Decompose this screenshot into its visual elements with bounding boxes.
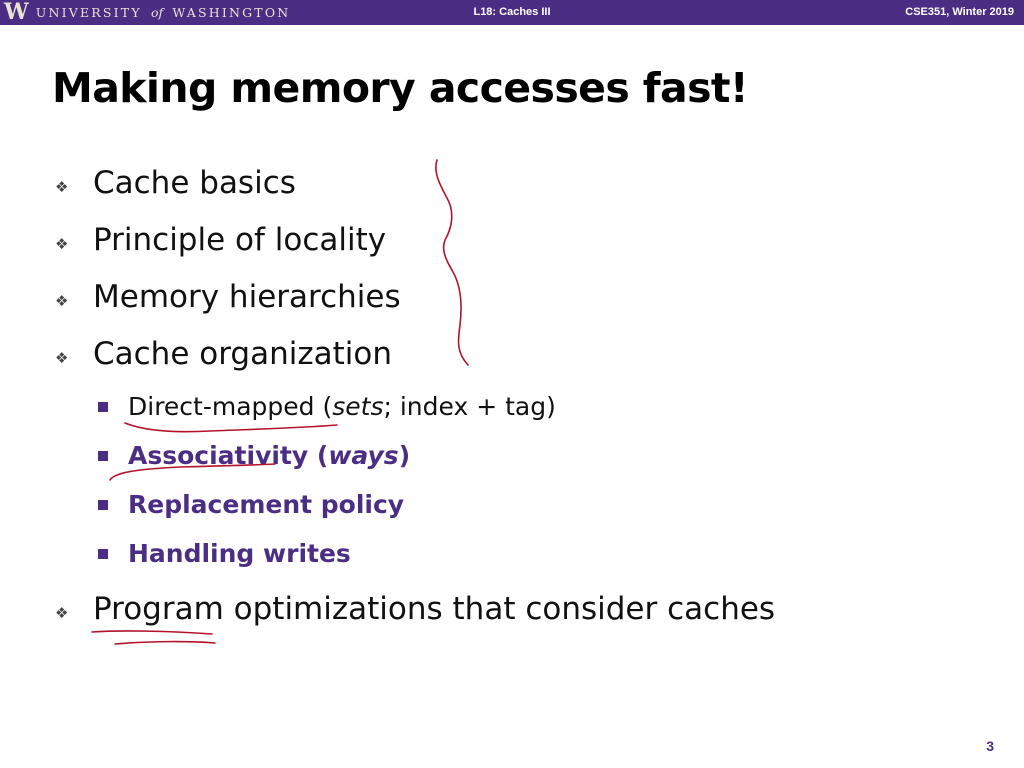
header-bar: W UNIVERSITY of WASHINGTON L18: Caches I… bbox=[0, 0, 1024, 25]
diamond-bullet-icon: ❖ bbox=[55, 178, 69, 196]
square-bullet-icon bbox=[98, 549, 108, 559]
direct-mapped-label: Direct-mapped bbox=[128, 392, 315, 421]
diamond-bullet-icon: ❖ bbox=[55, 235, 69, 253]
course-label: CSE351, Winter 2019 bbox=[905, 6, 1014, 18]
slide-title: Making memory accesses fast! bbox=[52, 64, 749, 112]
diamond-bullet-icon: ❖ bbox=[55, 604, 69, 622]
ink-brace bbox=[435, 159, 469, 366]
university-logo: W UNIVERSITY of WASHINGTON bbox=[4, 0, 290, 25]
ink-underline-direct-mapped bbox=[124, 422, 338, 433]
diamond-bullet-icon: ❖ bbox=[55, 349, 69, 367]
square-bullet-icon bbox=[98, 500, 108, 510]
page-number: 3 bbox=[986, 738, 994, 754]
square-bullet-icon bbox=[98, 402, 108, 412]
ink-underline-program bbox=[91, 630, 213, 635]
uw-w-icon: W bbox=[4, 0, 29, 25]
diamond-bullet-icon: ❖ bbox=[55, 292, 69, 310]
square-bullet-icon bbox=[98, 451, 108, 461]
university-name: UNIVERSITY of WASHINGTON bbox=[35, 5, 291, 20]
ink-underline-program-2 bbox=[114, 640, 216, 645]
